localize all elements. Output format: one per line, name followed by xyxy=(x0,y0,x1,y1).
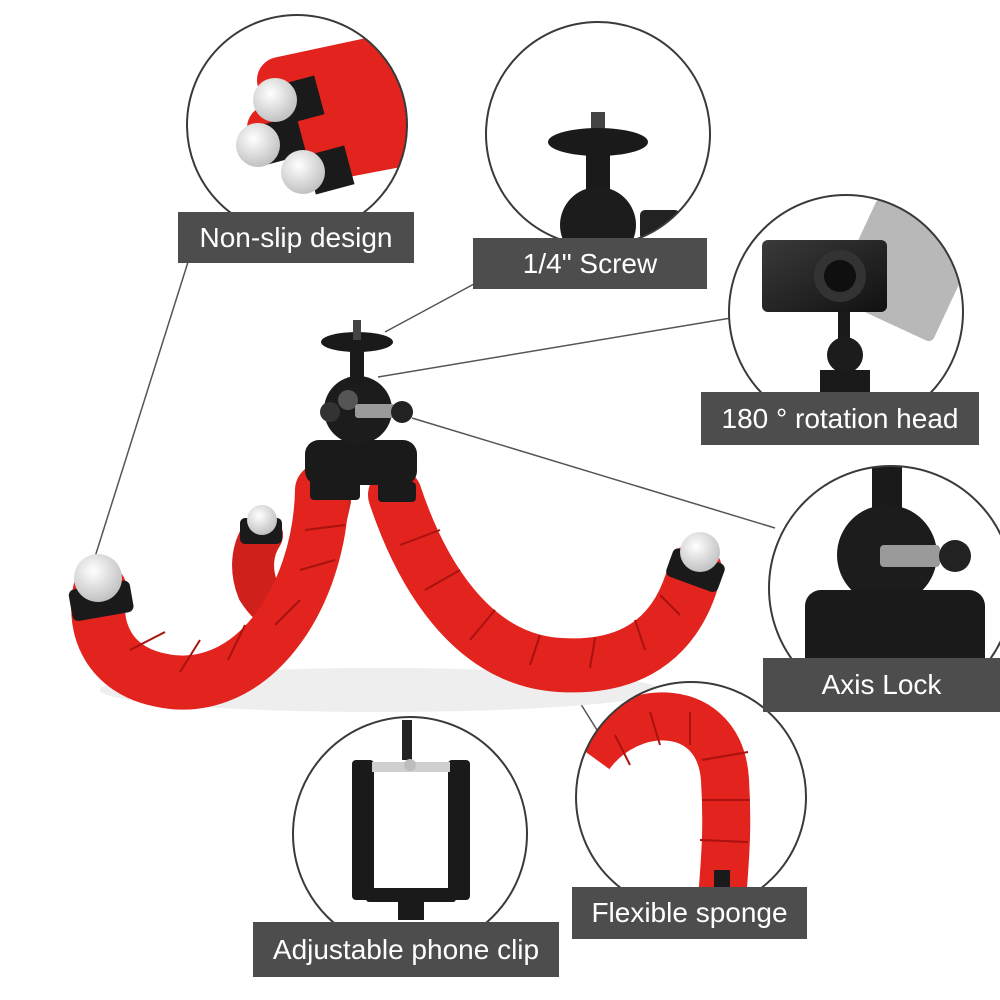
label-non-slip-design-text: Non-slip design xyxy=(199,221,393,253)
detail-circle-sponge xyxy=(575,681,807,913)
detail-circle-screw xyxy=(485,21,711,247)
detail-circle-nonslip xyxy=(186,14,408,236)
label-rotation-head: 180 ° rotation head xyxy=(701,392,979,445)
label-non-slip-design: Non-slip design xyxy=(178,212,414,263)
label-screw-text: 1/4" Screw xyxy=(522,247,658,279)
label-flexible-sponge-text: Flexible sponge xyxy=(591,897,788,928)
label-axis-lock-text: Axis Lock xyxy=(821,669,942,700)
detail-circle-phone-clip xyxy=(292,716,528,952)
detail-circle-rotation xyxy=(728,194,964,430)
label-phone-clip: Adjustable phone clip xyxy=(253,922,559,977)
label-phone-clip-text: Adjustable phone clip xyxy=(272,933,540,965)
label-flexible-sponge: Flexible sponge xyxy=(572,887,807,939)
label-screw: 1/4" Screw xyxy=(473,238,707,289)
label-rotation-head-text: 180 ° rotation head xyxy=(721,402,959,434)
tripod-main xyxy=(68,320,725,712)
connector-lines xyxy=(93,261,776,739)
label-axis-lock: Axis Lock xyxy=(763,658,1000,712)
